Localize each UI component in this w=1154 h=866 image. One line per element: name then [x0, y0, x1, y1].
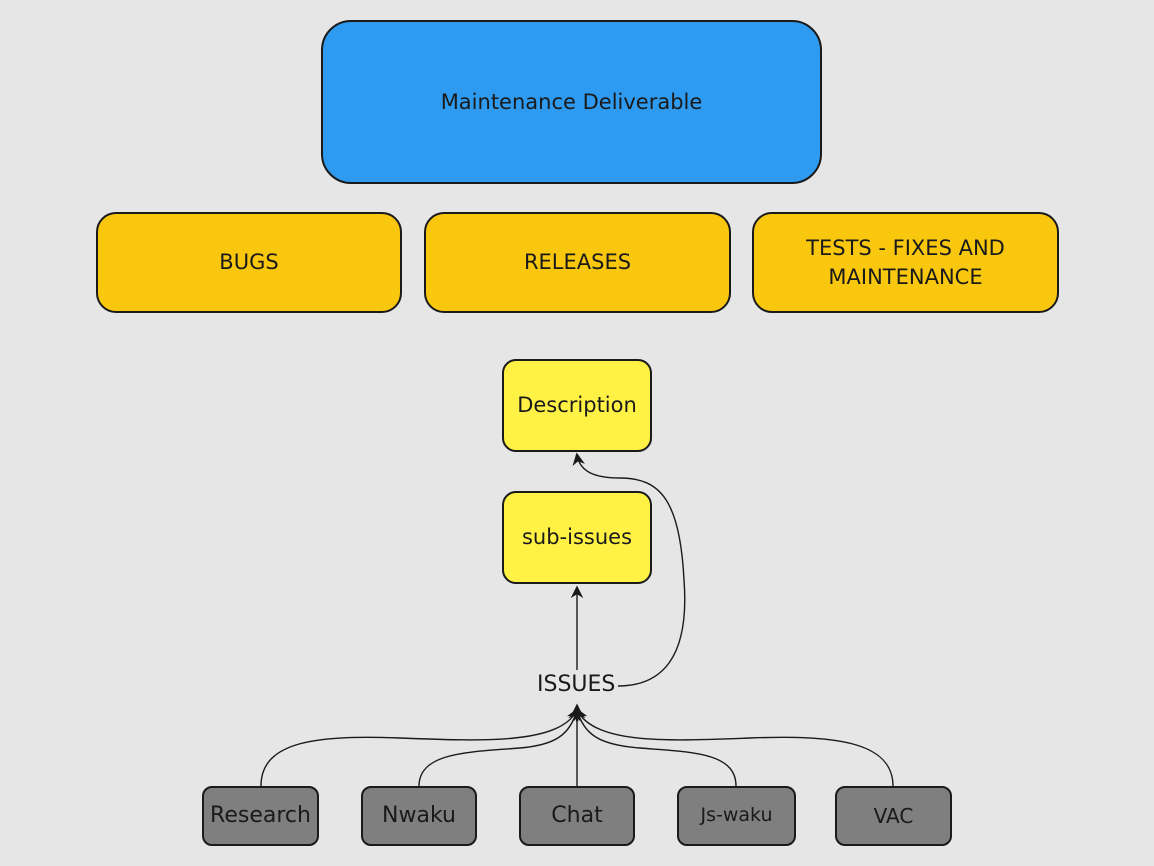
source-label: Chat — [551, 803, 603, 829]
source-label: Research — [210, 803, 311, 829]
source-node-nwaku: Nwaku — [361, 786, 477, 846]
category-node-tests: TESTS - FIXES AND MAINTENANCE — [752, 212, 1059, 313]
issues-label: ISSUES — [535, 672, 618, 697]
sub-issues-label: sub-issues — [521, 525, 633, 550]
source-node-jswaku: Js-waku — [677, 786, 796, 846]
connector-vac-issues — [575, 707, 894, 787]
root-node: Maintenance Deliverable — [321, 20, 822, 184]
description-node: Description — [502, 359, 652, 452]
category-node-releases: RELEASES — [424, 212, 731, 313]
category-label: TESTS - FIXES AND MAINTENANCE — [806, 236, 1005, 289]
connector-jswaku-issues — [573, 707, 737, 787]
source-node-chat: Chat — [519, 786, 635, 846]
category-node-bugs: BUGS — [96, 212, 402, 313]
description-label: Description — [517, 393, 637, 418]
source-label: VAC — [873, 803, 914, 828]
category-label: RELEASES — [523, 250, 632, 275]
source-node-vac: VAC — [835, 786, 952, 846]
source-node-research: Research — [202, 786, 319, 846]
source-label: Nwaku — [382, 803, 456, 829]
sub-issues-node: sub-issues — [502, 491, 652, 584]
connector-research-issues — [260, 707, 579, 787]
connector-nwaku-issues — [418, 707, 581, 787]
connector-issues-description — [572, 452, 686, 687]
root-label: Maintenance Deliverable — [440, 89, 703, 114]
source-label: Js-waku — [700, 804, 773, 827]
category-label: BUGS — [219, 250, 279, 275]
